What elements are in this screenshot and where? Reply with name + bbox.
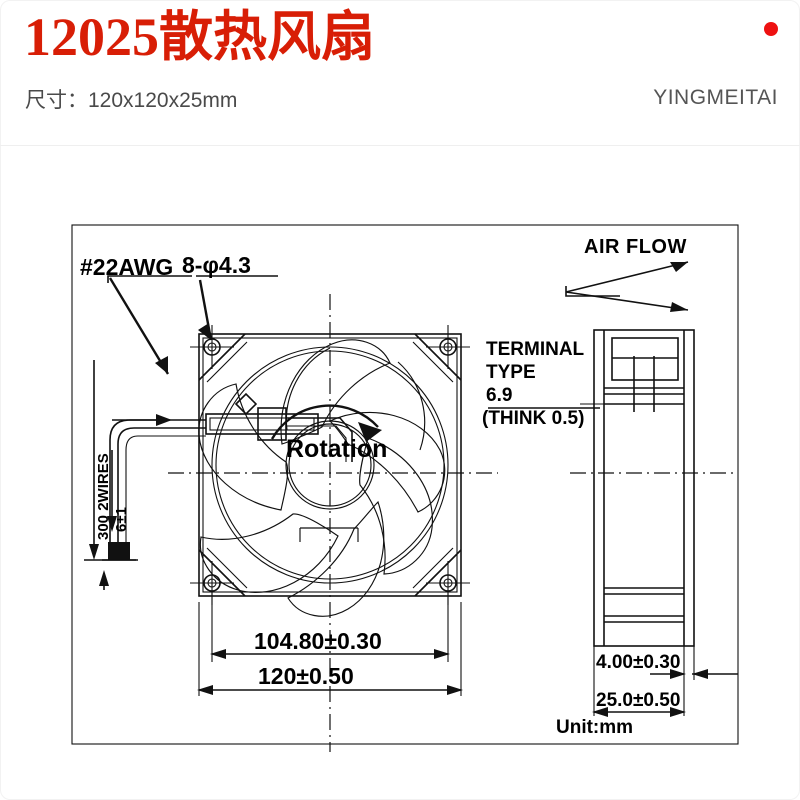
label-terminal-line1: TERMINAL — [486, 339, 585, 360]
diamond-mark — [234, 392, 258, 416]
fan-front-view — [198, 333, 462, 617]
label-dim-flange: 4.00±0.30 — [596, 652, 680, 673]
fan-side-view — [488, 329, 736, 647]
center-lines — [168, 294, 498, 752]
terminal-block-front — [205, 407, 353, 462]
fan-cable — [102, 419, 206, 561]
brand-name: YINGMEITAI — [653, 86, 778, 109]
drawing-svg: #22AWG 8-φ4.3 300 2WIRES 6±1 Rotation AI… — [71, 224, 739, 752]
label-dim-depth: 25.0±0.50 — [596, 690, 680, 711]
label-dim-hole-pitch: 104.80±0.30 — [254, 628, 382, 654]
side-dimensions — [592, 646, 738, 717]
technical-drawing: #22AWG 8-φ4.3 300 2WIRES 6±1 Rotation AI… — [0, 150, 800, 800]
brand-dot-icon — [764, 22, 778, 36]
label-wire-tolerance: 6±1 — [113, 507, 130, 532]
label-hole-spec: 8-φ4.3 — [182, 252, 251, 278]
label-unit: Unit:mm — [556, 717, 633, 738]
product-size-label: 尺寸：120x120x25mm — [25, 89, 238, 112]
header-divider — [0, 145, 800, 146]
label-air-flow: AIR FLOW — [584, 236, 687, 258]
label-rotation: Rotation — [286, 435, 387, 463]
leader-lines — [107, 275, 278, 426]
page-header: 12025散热风扇 尺寸：120x120x25mm YINGMEITAI — [0, 0, 800, 146]
drawing-frame — [71, 224, 739, 745]
page-title: 12025散热风扇 — [24, 7, 375, 67]
rotation-arrow — [270, 404, 382, 442]
label-terminal-line2: TYPE — [486, 362, 536, 383]
label-wire-gauge: #22AWG — [80, 254, 173, 280]
wire-length-dimension — [84, 360, 138, 590]
label-terminal-line3: 6.9 — [486, 385, 512, 406]
air-flow-arrow — [565, 261, 689, 312]
label-dim-width: 120±0.50 — [258, 663, 354, 689]
bottom-dimensions — [197, 591, 463, 696]
label-wire-length: 300 2WIRES — [95, 453, 112, 540]
label-terminal-line4: (THINK 0.5) — [482, 408, 584, 429]
